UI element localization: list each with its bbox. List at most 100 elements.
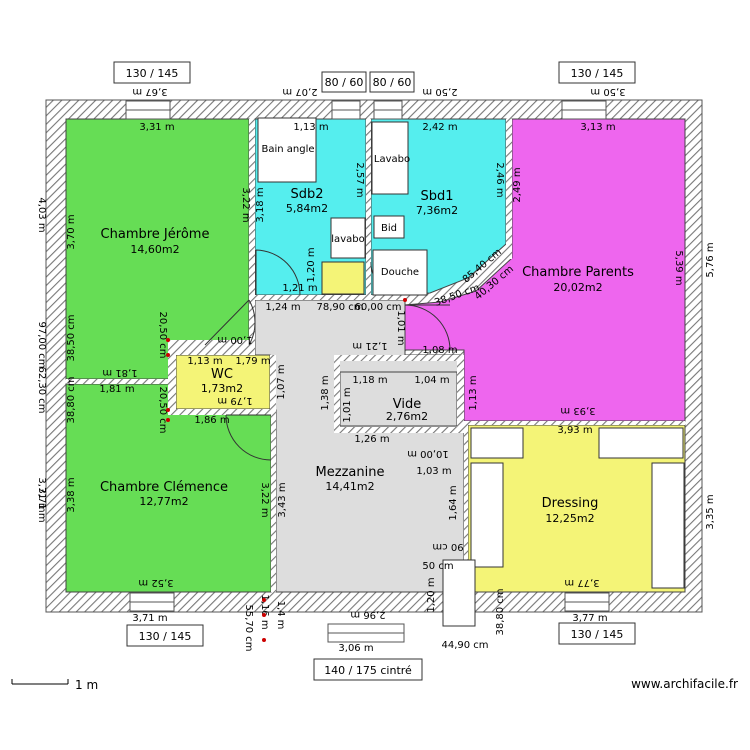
svg-text:3,77 m: 3,77 m bbox=[572, 613, 607, 624]
wall-wc-right bbox=[270, 355, 276, 411]
svg-text:1,00 m: 1,00 m bbox=[217, 334, 252, 345]
credit-text: www.archifacile.fr bbox=[631, 677, 738, 691]
door-sdb2 bbox=[255, 249, 301, 296]
svg-text:3,22 m: 3,22 m bbox=[240, 187, 251, 222]
svg-text:38,80 cm: 38,80 cm bbox=[66, 376, 77, 423]
svg-text:1,16 m: 1,16 m bbox=[259, 594, 270, 629]
svg-text:3,43 m: 3,43 m bbox=[277, 482, 288, 517]
room-area-sdb2: 5,84m2 bbox=[286, 202, 328, 215]
svg-text:1,64 m: 1,64 m bbox=[448, 485, 459, 520]
svg-text:44,90 cm: 44,90 cm bbox=[441, 640, 488, 651]
window-label-top-mid-2: 80 / 60 bbox=[373, 76, 412, 89]
bathtub-label: Bain angle bbox=[261, 144, 314, 155]
room-area-mezzanine: 14,41m2 bbox=[325, 480, 374, 493]
svg-text:2,49 m: 2,49 m bbox=[512, 167, 523, 202]
svg-text:3,52 m: 3,52 m bbox=[138, 577, 173, 588]
svg-text:1,13 m: 1,13 m bbox=[293, 122, 328, 133]
svg-text:1,81 m: 1,81 m bbox=[99, 384, 134, 395]
room-name-sbd1: Sbd1 bbox=[420, 189, 453, 204]
sink-sdb1 bbox=[371, 121, 409, 195]
svg-text:3,31 m: 3,31 m bbox=[139, 122, 174, 133]
room-name-wc: WC bbox=[211, 367, 233, 382]
wall-vide-bottom bbox=[334, 427, 460, 433]
room-name-chambre-jerome: Chambre Jérôme bbox=[101, 227, 210, 242]
svg-text:1,38 m: 1,38 m bbox=[320, 375, 331, 410]
svg-text:97,00 cm: 97,00 cm bbox=[36, 321, 47, 368]
svg-text:2,50 m: 2,50 m bbox=[422, 86, 457, 97]
svg-text:1,08 m: 1,08 m bbox=[422, 345, 457, 356]
room-vide bbox=[339, 371, 458, 427]
svg-text:3,71 m: 3,71 m bbox=[132, 613, 167, 624]
sink-sdb1-label: Lavabo bbox=[374, 154, 410, 165]
wardrobe-right bbox=[651, 462, 685, 589]
room-name-chambre-parents: Chambre Parents bbox=[522, 265, 634, 280]
window-label-top-right: 130 / 145 bbox=[571, 67, 624, 80]
wardrobe-top-1 bbox=[470, 427, 524, 459]
svg-text:1,07 m: 1,07 m bbox=[276, 364, 287, 399]
svg-text:20,50 cm: 20,50 cm bbox=[157, 386, 168, 433]
bidet-label: Bid bbox=[381, 223, 397, 234]
wall-cle-mez bbox=[271, 409, 276, 592]
svg-text:3,22 m: 3,22 m bbox=[259, 482, 270, 517]
wall-parents-dressing bbox=[464, 421, 685, 425]
wardrobe-top-2 bbox=[598, 427, 684, 459]
measure-markers bbox=[166, 298, 407, 642]
room-name-dressing: Dressing bbox=[542, 496, 599, 511]
room-chambre-jerome bbox=[65, 118, 250, 380]
door-clemence bbox=[225, 414, 272, 461]
svg-text:1,26 m: 1,26 m bbox=[354, 434, 389, 445]
room-name-vide: Vide bbox=[393, 397, 421, 412]
shower-label: Douche bbox=[381, 267, 419, 278]
svg-text:1,21 m: 1,21 m bbox=[352, 340, 387, 351]
bathtub bbox=[257, 117, 317, 183]
svg-text:1,81 m: 1,81 m bbox=[102, 367, 137, 378]
svg-text:62,30 cm: 62,30 cm bbox=[36, 366, 47, 413]
svg-text:1,21 m: 1,21 m bbox=[282, 283, 317, 294]
room-name-mezzanine: Mezzanine bbox=[316, 465, 385, 480]
svg-text:4,03 m: 4,03 m bbox=[36, 197, 47, 232]
svg-text:38,50 cm: 38,50 cm bbox=[66, 314, 77, 361]
wall-sbd1-parents bbox=[506, 119, 512, 259]
room-area-vide: 2,76m2 bbox=[386, 410, 428, 423]
svg-text:3,70 m: 3,70 m bbox=[66, 214, 77, 249]
svg-text:3,77 m: 3,77 m bbox=[564, 577, 599, 588]
cabinet-mezzanine bbox=[442, 559, 476, 627]
shower bbox=[372, 249, 428, 296]
scale-label: 1 m bbox=[75, 678, 98, 692]
svg-text:3,35 m: 3,35 m bbox=[705, 494, 716, 529]
wall-mez-dressing bbox=[464, 425, 468, 592]
sink-sdb2-label: lavabo bbox=[331, 234, 364, 245]
svg-text:1,04 m: 1,04 m bbox=[414, 375, 449, 386]
svg-text:1,79 m: 1,79 m bbox=[217, 395, 252, 406]
dimension-labels-vertical: 4,03 m 97,00 cm 62,30 cm 3,71 m 3,70 m 3… bbox=[36, 162, 716, 651]
svg-text:2,96 m: 2,96 m bbox=[350, 609, 385, 620]
svg-text:3,13 m: 3,13 m bbox=[580, 122, 615, 133]
svg-text:3,71 m: 3,71 m bbox=[36, 487, 47, 522]
svg-text:2,57 m: 2,57 m bbox=[354, 162, 365, 197]
wall-wc-bottom bbox=[176, 409, 276, 415]
svg-text:1,13 m: 1,13 m bbox=[468, 375, 479, 410]
window-label-bottom-mid: 140 / 175 cintré bbox=[324, 664, 412, 677]
svg-text:55,70 cm: 55,70 cm bbox=[243, 604, 254, 651]
room-area-chambre-parents: 20,02m2 bbox=[553, 281, 602, 294]
room-area-chambre-clemence: 12,77m2 bbox=[139, 495, 188, 508]
svg-text:3,67 m: 3,67 m bbox=[132, 86, 167, 97]
door-jerome bbox=[204, 299, 256, 346]
svg-text:3,50 m: 3,50 m bbox=[590, 86, 625, 97]
wall-jer-sdb2 bbox=[249, 119, 255, 355]
svg-text:90 cm: 90 cm bbox=[432, 541, 463, 552]
svg-text:2,07 m: 2,07 m bbox=[282, 86, 317, 97]
svg-text:2,42 m: 2,42 m bbox=[422, 122, 457, 133]
svg-text:50 cm: 50 cm bbox=[422, 561, 453, 572]
wall-wc-top bbox=[168, 340, 255, 355]
wall-sdb2-sbd1 bbox=[366, 119, 371, 295]
svg-text:60,00 cm: 60,00 cm bbox=[354, 302, 401, 313]
svg-text:3,38 m: 3,38 m bbox=[66, 477, 77, 512]
wall-wc-left bbox=[168, 340, 176, 415]
wall-jer-cle bbox=[66, 379, 176, 384]
svg-text:5,39 m: 5,39 m bbox=[673, 250, 684, 285]
svg-text:3,93 m: 3,93 m bbox=[560, 405, 595, 416]
room-area-chambre-jerome: 14,60m2 bbox=[130, 243, 179, 256]
svg-text:1,4 m: 1,4 m bbox=[275, 601, 286, 630]
